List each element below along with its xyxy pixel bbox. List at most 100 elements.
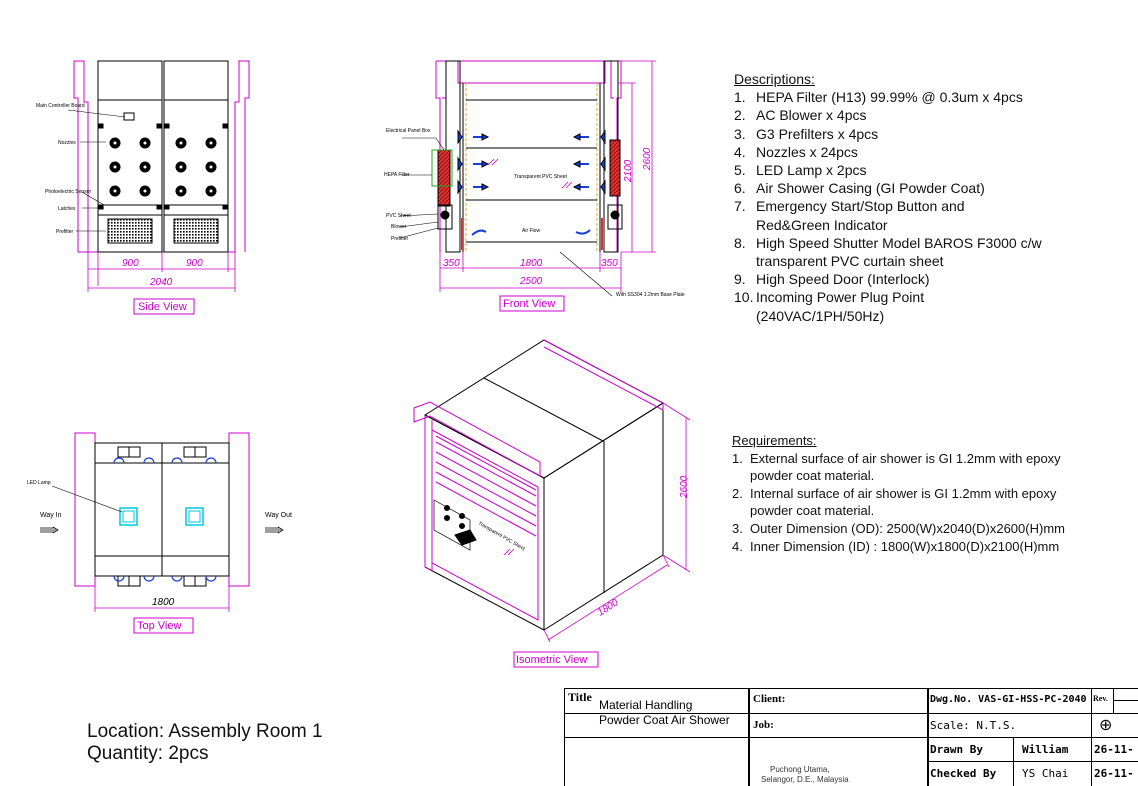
front-dim-total: 2500 [519, 276, 543, 287]
front-label-pvc: Transparent PVC Sheet [514, 174, 568, 180]
top-callout-led: LED Lamp [27, 480, 51, 486]
side-callout-prefilter: Prefilter [56, 229, 74, 235]
tb-rev-label: Rev. [1093, 694, 1108, 703]
top-way-in: Way In [40, 512, 62, 519]
side-dim-left: 900 [122, 258, 139, 269]
tb-dwg-no: Dwg.No. VAS-GI-HSS-PC-2040 [930, 694, 1087, 705]
description-item-9: 9. High Speed Door (Interlock) [734, 270, 1042, 288]
description-item-text: transparent PVC curtain sheet [756, 253, 944, 270]
description-item-number [734, 216, 756, 234]
description-item-number: 5. [734, 162, 746, 179]
requirement-item-2: 2.Internal surface of air shower is GI 1… [732, 485, 1065, 503]
description-item-3: 3. G3 Prefilters x 4pcs [734, 125, 1042, 143]
description-item-7: 7.Emergency Start/Stop Button and [734, 197, 1042, 215]
tb-address-line2: Selangor, D.E., Malaysia [761, 775, 849, 784]
front-callout-hepa: HEPA Filter [384, 172, 410, 178]
description-item-number [734, 252, 756, 270]
description-item-number: 2. [734, 107, 746, 124]
side-callout-photoelectric: Photoelectric Sensor [45, 189, 91, 195]
requirement-item-number: 1. [732, 450, 743, 466]
description-item-text: High Speed Shutter Model BAROS F3000 c/w [756, 234, 1042, 251]
descriptions-heading: Descriptions: [734, 71, 815, 87]
side-callout-controller: Main Controller Board [36, 103, 85, 109]
requirement-item-3: 3. Outer Dimension (OD): 2500(W)x2040(D)x… [732, 520, 1065, 538]
side-view [67, 60, 250, 315]
description-item-text: Air Shower Casing (GI Powder Coat) [756, 180, 985, 197]
description-item-number: 3. [734, 125, 746, 142]
description-item-5: 5. LED Lamp x 2pcs [734, 161, 1042, 179]
quantity-text: Quantity: 2pcs [87, 743, 209, 764]
front-dim-mid: 1800 [520, 258, 543, 269]
description-item-8-cont: transparent PVC curtain sheet [734, 252, 1042, 270]
description-item-7-cont: Red&Green Indicator [734, 216, 1042, 234]
requirement-item-text: External surface of air shower is GI 1.2… [750, 450, 1061, 466]
iso-dim-depth: 1800 [596, 597, 621, 618]
requirement-item-1: 1. External surface of air shower is GI 1… [732, 450, 1065, 468]
requirement-item-text: Outer Dimension (OD): 2500(W)x2040(D)x26… [750, 520, 1065, 536]
description-item-1: 1. HEPA Filter (H13) 99.99% @ 0.3um x 4pc… [734, 88, 1042, 106]
tb-title-label: Title [568, 690, 592, 704]
requirement-item-text: Inner Dimension (ID) : 1800(W)x1800(D)x2… [750, 538, 1060, 554]
description-item-4: 4.Nozzles x 24pcs [734, 143, 1042, 161]
description-item-text: AC Blower x 4pcs [756, 107, 867, 124]
location-block: Location: Assembly Room 1 Quantity: 2pcs [87, 721, 323, 765]
front-dim-left: 350 [443, 258, 460, 269]
description-item-text: (240VAC/1PH/50Hz) [756, 307, 885, 324]
description-item-number: 9. [734, 271, 746, 288]
description-item-text: HEPA Filter (H13) 99.99% @ 0.3um x 4pcs [756, 89, 1023, 106]
description-item-text: G3 Prefilters x 4pcs [756, 125, 879, 142]
requirements-block: Requirements: 1. External surface of air … [732, 432, 1065, 555]
description-item-text: LED Lamp x 2pcs [756, 162, 867, 179]
requirement-item-number: 4. [732, 538, 743, 554]
side-dim-total: 2040 [149, 277, 173, 288]
top-dim-width: 1800 [152, 597, 175, 608]
requirements-heading: Requirements: [732, 433, 817, 448]
description-item-number [734, 307, 756, 325]
tb-scale: Scale: N.T.S. [930, 719, 1017, 732]
tb-client-label: Client: [753, 693, 786, 705]
front-callout-prefilter: Prefilter [391, 236, 409, 242]
tb-title-line1: Material Handling [599, 698, 693, 712]
top-view-title: Top View [137, 620, 181, 632]
front-dim-outer-height: 2600 [642, 147, 653, 171]
description-item-number: 6. [734, 180, 746, 197]
requirement-item-number [732, 502, 750, 520]
tb-checked-by-label: Checked By [930, 767, 997, 780]
side-callout-latches: Latches [58, 206, 76, 212]
requirement-item-text: powder coat material. [750, 503, 875, 519]
iso-view-title: Isometric View [516, 654, 587, 666]
descriptions-list: 1. HEPA Filter (H13) 99.99% @ 0.3um x 4pc… [734, 88, 1042, 325]
description-item-number: 7. [734, 198, 746, 215]
top-view [40, 432, 284, 634]
top-way-out: Way Out [265, 512, 292, 519]
requirement-item-1-cont: powder coat material. [732, 467, 1065, 485]
requirement-item-text: powder coat material. [750, 468, 875, 484]
description-item-text: High Speed Door (Interlock) [756, 271, 930, 288]
requirement-item-number: 3. [732, 520, 743, 536]
isometric-view [413, 339, 691, 668]
iso-label-pvc: Transparent PVC Sheet [477, 521, 526, 553]
front-base-note: With SS304 1.2mm Base Plate [616, 292, 685, 298]
tb-title-line2: Powder Coat Air Shower [599, 713, 730, 727]
front-label-airflow: Air Flow [522, 228, 540, 234]
tb-checked-by: YS Chai [1022, 767, 1069, 780]
requirements-list: 1. External surface of air shower is GI 1… [732, 450, 1065, 556]
description-item-number: 4. [734, 143, 746, 160]
front-view [399, 60, 656, 312]
tb-job-label: Job: [753, 719, 774, 731]
iso-dim-height: 2600 [679, 475, 690, 499]
tb-drawn-by-label: Drawn By [930, 743, 983, 756]
front-callout-panel: Electrical Panel Box [386, 128, 431, 134]
description-item-number: 1. [734, 89, 746, 106]
front-callout-blower: Blower [391, 224, 407, 230]
front-view-title: Front View [503, 298, 555, 310]
description-item-number: 10. [734, 289, 754, 306]
description-item-10-cont: (240VAC/1PH/50Hz) [734, 307, 1042, 325]
description-item-2: 2. AC Blower x 4pcs [734, 106, 1042, 124]
description-item-6: 6. Air Shower Casing (GI Powder Coat) [734, 179, 1042, 197]
requirement-item-number [732, 467, 750, 485]
requirement-item-4: 4. Inner Dimension (ID) : 1800(W)x1800(D)… [732, 538, 1065, 556]
title-block: Title Material Handling Powder Coat Air … [564, 688, 1138, 786]
tb-address-line1: Puchong Utama, [770, 765, 830, 774]
